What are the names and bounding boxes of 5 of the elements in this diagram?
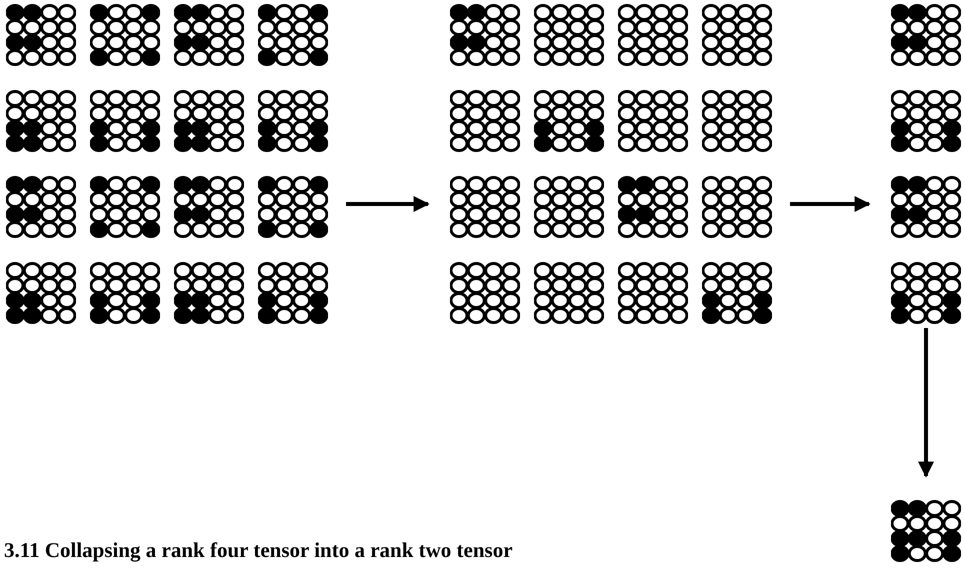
- circle-grid-drawing: [891, 500, 961, 562]
- figure-caption: 3.11 Collapsing a rank four tensor into a rank two tensor: [4, 538, 513, 563]
- arrow: [918, 328, 934, 478]
- arrow: [790, 196, 871, 212]
- arrow: [346, 196, 430, 212]
